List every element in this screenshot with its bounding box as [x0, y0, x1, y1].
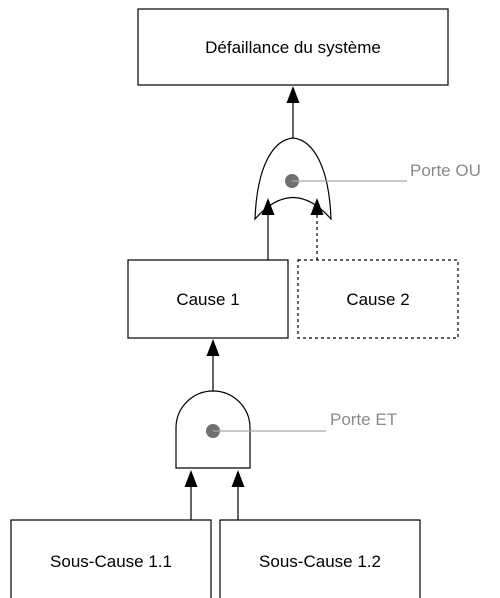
arrowhead-icon	[231, 470, 245, 487]
or-gate	[254, 137, 407, 221]
top-event-node: Défaillance du système	[137, 8, 449, 86]
cause-1-label: Cause 1	[176, 290, 239, 309]
and-gate	[175, 390, 326, 469]
edge-sub-cause-1-2-to-and-gate	[231, 470, 245, 520]
top-event-label: Défaillance du système	[205, 38, 381, 57]
arrowhead-icon	[310, 198, 324, 215]
edge-sub-cause-1-1-to-and-gate	[184, 470, 198, 520]
sub-cause-1-1-label: Sous-Cause 1.1	[50, 552, 172, 571]
sub-cause-1-2-label: Sous-Cause 1.2	[259, 552, 381, 571]
cause-2-node: Cause 2	[297, 259, 459, 339]
edge-and-gate-to-cause-1	[206, 339, 220, 391]
or-gate-label: Porte OU	[410, 161, 481, 180]
sub-cause-1-1-node: Sous-Cause 1.1	[10, 519, 212, 598]
cause-2-label: Cause 2	[346, 290, 409, 309]
edge-or-gate-to-top-event	[286, 86, 300, 138]
cause-1-node: Cause 1	[127, 259, 289, 339]
arrowhead-icon	[261, 198, 275, 215]
arrowhead-icon	[206, 339, 220, 356]
edge-cause-2-to-or-gate	[310, 198, 324, 260]
sub-cause-1-2-node: Sous-Cause 1.2	[219, 519, 421, 598]
arrowhead-icon	[286, 86, 300, 103]
arrowhead-icon	[184, 470, 198, 487]
and-gate-label: Porte ET	[330, 410, 397, 429]
edge-cause-1-to-or-gate	[261, 198, 275, 260]
